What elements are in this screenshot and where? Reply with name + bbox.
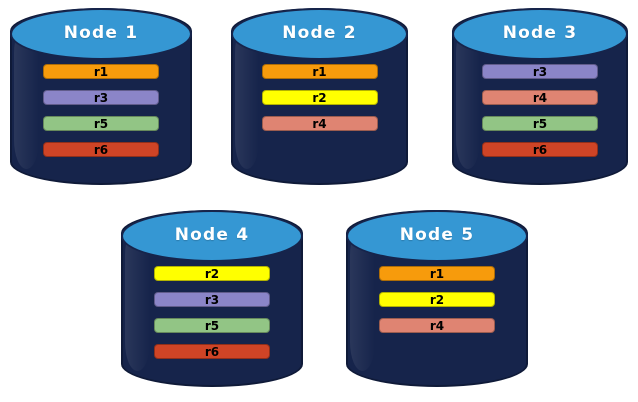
- node-title: Node 3: [502, 22, 578, 43]
- row-bar[interactable]: r2: [154, 266, 270, 281]
- row-list: r3 r4 r5 r6: [452, 64, 628, 157]
- node-title: Node 1: [63, 22, 139, 43]
- row-label: r3: [204, 292, 220, 307]
- row-bar[interactable]: r5: [482, 116, 598, 131]
- cylinder-top-ellipse: Node 4: [121, 210, 303, 262]
- row-list: r1 r3 r5 r6: [10, 64, 192, 157]
- row-bar[interactable]: r6: [43, 142, 159, 157]
- row-bar[interactable]: r5: [154, 318, 270, 333]
- row-label: r1: [93, 64, 109, 79]
- cylinder-top-ellipse: Node 3: [452, 8, 628, 60]
- row-label: r2: [429, 292, 445, 307]
- row-label: r2: [312, 90, 327, 105]
- database-node-5[interactable]: Node 5 r1 r2 r4: [346, 210, 528, 387]
- row-label: r2: [204, 266, 220, 281]
- database-node-1[interactable]: Node 1 r1 r3 r5 r6: [10, 8, 192, 185]
- row-label: r5: [93, 116, 109, 131]
- database-node-3[interactable]: Node 3 r3 r4 r5 r6: [452, 8, 628, 185]
- row-bar[interactable]: r4: [482, 90, 598, 105]
- row-label: r6: [204, 344, 220, 359]
- row-list: r2 r3 r5 r6: [121, 266, 303, 359]
- row-bar[interactable]: r1: [261, 64, 378, 79]
- row-label: r3: [532, 64, 548, 79]
- row-bar[interactable]: r3: [154, 292, 270, 307]
- row-label: r4: [312, 116, 327, 131]
- row-bar[interactable]: r6: [154, 344, 270, 359]
- row-label: r6: [93, 142, 109, 157]
- row-bar[interactable]: r1: [379, 266, 495, 281]
- row-bar[interactable]: r2: [379, 292, 495, 307]
- row-list: r1 r2 r4: [231, 64, 408, 131]
- database-node-2[interactable]: Node 2 r1 r2 r4: [231, 8, 408, 185]
- row-label: r3: [93, 90, 109, 105]
- node-title: Node 5: [399, 224, 475, 245]
- row-bar[interactable]: r5: [43, 116, 159, 131]
- row-label: r5: [532, 116, 548, 131]
- row-bar[interactable]: r3: [482, 64, 598, 79]
- node-title: Node 4: [174, 224, 250, 245]
- row-label: r4: [429, 318, 445, 333]
- row-label: r6: [532, 142, 548, 157]
- database-node-4[interactable]: Node 4 r2 r3 r5 r6: [121, 210, 303, 387]
- node-title: Node 2: [282, 22, 357, 43]
- row-list: r1 r2 r4: [346, 266, 528, 333]
- cylinder-top-ellipse: Node 1: [10, 8, 192, 60]
- row-label: r5: [204, 318, 220, 333]
- row-bar[interactable]: r4: [261, 116, 378, 131]
- cylinder-top-ellipse: Node 2: [231, 8, 408, 60]
- row-bar[interactable]: r1: [43, 64, 159, 79]
- row-bar[interactable]: r2: [261, 90, 378, 105]
- row-bar[interactable]: r3: [43, 90, 159, 105]
- row-label: r1: [429, 266, 445, 281]
- row-bar[interactable]: r6: [482, 142, 598, 157]
- row-label: r4: [532, 90, 548, 105]
- cylinder-top-ellipse: Node 5: [346, 210, 528, 262]
- row-label: r1: [312, 64, 327, 79]
- row-bar[interactable]: r4: [379, 318, 495, 333]
